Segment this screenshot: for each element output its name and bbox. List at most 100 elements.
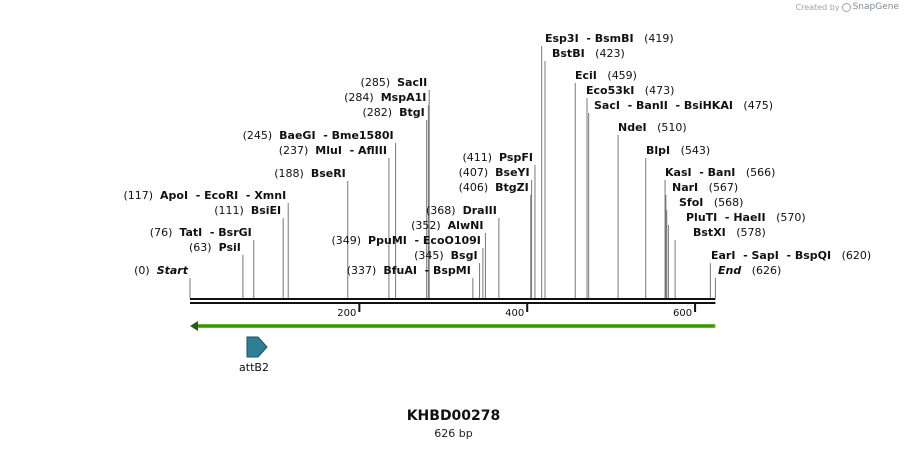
restriction-site-label: (407) BseYI bbox=[459, 166, 530, 179]
site-position: (117) bbox=[123, 189, 160, 202]
restriction-site-label: SacI - BanII - BsiHKAI (475) bbox=[594, 99, 773, 112]
site-position: (459) bbox=[597, 69, 637, 82]
site-enzyme-name: Start bbox=[157, 264, 189, 277]
site-position: (345) bbox=[414, 249, 451, 262]
restriction-site-label: (337) BfuAI - BspMI bbox=[347, 264, 471, 277]
site-enzyme-name: MspA1I bbox=[381, 91, 427, 104]
restriction-site-label: NdeI (510) bbox=[618, 121, 687, 134]
snapgene-logo-icon bbox=[841, 2, 851, 12]
site-enzyme-name: EciI bbox=[575, 69, 597, 82]
site-position: (543) bbox=[670, 144, 710, 157]
restriction-site-label: (0) Start bbox=[134, 264, 189, 277]
restriction-site-label: (411) PspFI bbox=[462, 151, 532, 164]
restriction-site-label: EarI - SapI - BspQI (620) bbox=[711, 249, 871, 262]
created-by-text: Created by bbox=[795, 2, 840, 12]
site-position: (620) bbox=[831, 249, 871, 262]
restriction-site-label: KasI - BanI (566) bbox=[665, 166, 775, 179]
site-enzyme-name: SacII bbox=[397, 76, 427, 89]
site-enzyme-name: Eco53kI bbox=[586, 84, 634, 97]
restriction-site-label: BstXI (578) bbox=[693, 226, 766, 239]
feature-attb2-arrow bbox=[246, 336, 268, 358]
restriction-site-label: (285) SacII bbox=[361, 76, 428, 89]
site-enzyme-name: BlpI bbox=[646, 144, 670, 157]
restriction-site-label: Eco53kI (473) bbox=[586, 84, 674, 97]
site-position: (566) bbox=[735, 166, 775, 179]
site-enzyme-name: End bbox=[718, 264, 741, 277]
site-enzyme-name: PspFI bbox=[499, 151, 533, 164]
site-position: (284) bbox=[344, 91, 381, 104]
site-position: (567) bbox=[698, 181, 738, 194]
site-position: (570) bbox=[766, 211, 806, 224]
site-enzyme-name: KasI - BanI bbox=[665, 166, 735, 179]
restriction-site-label: EciI (459) bbox=[575, 69, 637, 82]
site-enzyme-name: Esp3I - BsmBI bbox=[545, 32, 634, 45]
restriction-site-label: (237) MluI - AflIII bbox=[279, 144, 387, 157]
restriction-site-label: (76) TatI - BsrGI bbox=[150, 226, 252, 239]
site-enzyme-name: DraIII bbox=[463, 204, 497, 217]
restriction-site-label: BlpI (543) bbox=[646, 144, 710, 157]
restriction-site-label: (188) BseRI bbox=[274, 167, 346, 180]
site-enzyme-name: AlwNI bbox=[448, 219, 484, 232]
site-position: (111) bbox=[214, 204, 251, 217]
restriction-site-label: SfoI (568) bbox=[679, 196, 743, 209]
restriction-site-label: (282) BtgI bbox=[362, 106, 424, 119]
site-position: (349) bbox=[331, 234, 368, 247]
ruler-tick-label: 600 bbox=[673, 308, 692, 319]
site-position: (423) bbox=[585, 47, 625, 60]
site-position: (245) bbox=[243, 129, 280, 142]
site-enzyme-name: BstBI bbox=[552, 47, 585, 60]
site-position: (63) bbox=[189, 241, 219, 254]
ruler-tick-label: 400 bbox=[505, 308, 524, 319]
site-enzyme-name: BsgI bbox=[451, 249, 478, 262]
snapgene-watermark: Created by SnapGene bbox=[796, 2, 899, 12]
site-position: (282) bbox=[362, 106, 399, 119]
site-position: (368) bbox=[426, 204, 463, 217]
site-position: (510) bbox=[647, 121, 687, 134]
site-enzyme-name: BseRI bbox=[311, 167, 346, 180]
restriction-site-label: PluTI - HaeII (570) bbox=[686, 211, 806, 224]
site-enzyme-name: SacI - BanII - BsiHKAI bbox=[594, 99, 733, 112]
site-enzyme-name: NdeI bbox=[618, 121, 647, 134]
site-position: (411) bbox=[462, 151, 499, 164]
ruler-tick-label: 200 bbox=[337, 308, 356, 319]
site-position: (352) bbox=[411, 219, 448, 232]
snapgene-brand: SnapGene bbox=[852, 2, 899, 12]
site-position: (578) bbox=[726, 226, 766, 239]
site-position: (473) bbox=[634, 84, 674, 97]
site-enzyme-name: EarI - SapI - BspQI bbox=[711, 249, 831, 262]
site-enzyme-name: MluI - AflIII bbox=[315, 144, 387, 157]
restriction-site-label: (111) BsiEI bbox=[214, 204, 281, 217]
plasmid-length: 626 bp bbox=[434, 427, 473, 440]
restriction-site-label: (63) PsiI bbox=[189, 241, 241, 254]
site-enzyme-name: PluTI - HaeII bbox=[686, 211, 766, 224]
restriction-site-label: (245) BaeGI - Bme1580I bbox=[243, 129, 394, 142]
restriction-site-label: (345) BsgI bbox=[414, 249, 477, 262]
site-enzyme-name: BaeGI - Bme1580I bbox=[279, 129, 393, 142]
feature-attb2-label: attB2 bbox=[239, 361, 269, 374]
site-position: (188) bbox=[274, 167, 311, 180]
restriction-site-label: End (626) bbox=[718, 264, 781, 277]
site-position: (237) bbox=[279, 144, 316, 157]
orf-arrow-head bbox=[190, 321, 198, 331]
restriction-site-label: (406) BtgZI bbox=[459, 181, 529, 194]
site-position: (475) bbox=[733, 99, 773, 112]
site-enzyme-name: ApoI - EcoRI - XmnI bbox=[160, 189, 286, 202]
site-enzyme-name: PpuMI - EcoO109I bbox=[368, 234, 481, 247]
restriction-site-label: BstBI (423) bbox=[552, 47, 625, 60]
site-position: (568) bbox=[703, 196, 743, 209]
restriction-site-label: (284) MspA1I bbox=[344, 91, 426, 104]
site-enzyme-name: TatI - BsrGI bbox=[179, 226, 251, 239]
site-position: (0) bbox=[134, 264, 157, 277]
restriction-site-label: NarI (567) bbox=[672, 181, 738, 194]
site-enzyme-name: BtgI bbox=[399, 106, 425, 119]
site-position: (407) bbox=[459, 166, 496, 179]
site-enzyme-name: BsiEI bbox=[251, 204, 281, 217]
site-enzyme-name: BtgZI bbox=[495, 181, 529, 194]
site-position: (76) bbox=[150, 226, 180, 239]
site-enzyme-name: BfuAI - BspMI bbox=[383, 264, 471, 277]
restriction-site-label: (117) ApoI - EcoRI - XmnI bbox=[123, 189, 286, 202]
restriction-site-label: (352) AlwNI bbox=[411, 219, 483, 232]
site-position: (337) bbox=[347, 264, 384, 277]
restriction-site-label: (368) DraIII bbox=[426, 204, 497, 217]
